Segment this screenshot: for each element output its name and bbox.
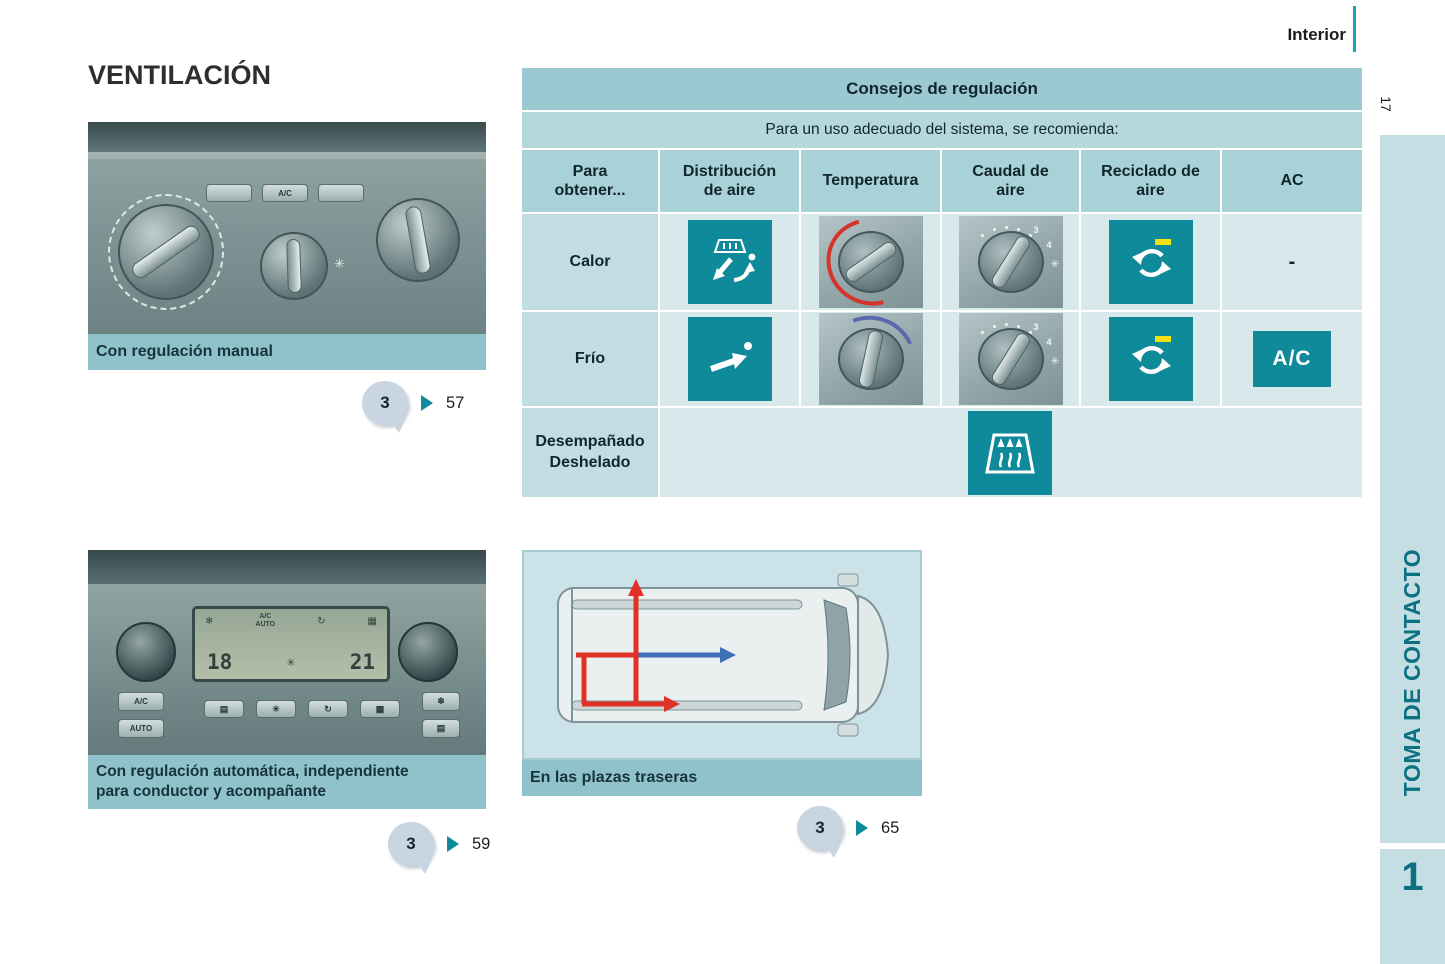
cell-frio-temperatura [801,312,940,406]
ref-page-number: 57 [446,393,465,412]
knob-dashed-ring [108,194,224,310]
right-buttons: ❄ ▤ [422,692,460,738]
front-demist-button: ▤ [204,700,244,718]
ref-page-number: 65 [881,818,900,837]
visibility-button: ▤ [422,719,460,738]
col-header-temperatura: Temperatura [801,150,940,212]
temperature-knob-hot-image [818,216,923,308]
recirc-button [318,184,364,202]
driver-temp-value: 18 [207,650,233,674]
cell-calor-caudal: 3 4 ✳ [942,214,1079,310]
col-header-ac: AC [1222,150,1362,212]
demist-icon: ❄ [205,615,214,627]
regulation-advice-table: Consejos de regulación Para un uso adecu… [522,68,1362,497]
chapter-side-band: TOMA DE CONTACTO 1 [1380,135,1445,964]
fan-speed-knob [260,232,328,300]
temperature-knob-cold-image [818,313,923,405]
page-ref-59: 3 59 [388,822,490,866]
cell-calor-distribucion [660,214,799,310]
fan-icon: ✳ [334,256,345,271]
windscreen-defrost-icon [968,410,1052,495]
cell-frio-distribucion [660,312,799,406]
max-demist-button: ❄ [422,692,460,711]
temperature-knob [376,198,460,282]
fan-knob-image: 3 4 ✳ [958,313,1063,405]
passenger-temp-value: 21 [349,650,375,674]
page-number: 17 [1377,96,1394,112]
page-title: VENTILACIÓN [88,60,272,90]
cell-calor-temperatura [801,214,940,310]
figure-caption: En las plazas traseras [522,760,922,796]
ref-bubble: 3 [388,822,434,866]
rear-demist-button: ▦ [360,700,400,718]
fan-icon: ✳ [1050,355,1060,368]
section-header: Interior [1287,25,1346,44]
passenger-temp-knob [398,622,458,682]
page-ref-65: 3 65 [797,806,899,850]
figure-manual-climate: A/C ✳ Con regulación manual [88,122,486,370]
row-label-frio: Frío [522,312,658,406]
air-distribution-heat-icon [687,220,772,304]
col-header-caudal: Caudal de aire [942,150,1079,212]
air-recirculation-icon [1108,317,1193,401]
table-subtitle: Para un uso adecuado del sistema, se rec… [522,112,1362,148]
col-header-distribucion: Distribución de aire [660,150,799,212]
ac-button: A/C [118,692,164,711]
chapter-number: 1 [1401,855,1424,899]
figure-caption: Con regulación automática, independiente… [88,755,486,810]
driver-temp-knob [116,622,176,682]
figure-caption: Con regulación manual [88,334,486,370]
ref-bubble: 3 [362,381,408,425]
cell-calor-ac: - [1222,214,1362,310]
airflow-icon: ✳ [286,654,296,670]
chapter-separator [1380,843,1445,849]
cell-calor-reciclado [1081,214,1220,310]
air-recirculation-icon [1108,220,1193,304]
ac-on-icon: A/C [1253,331,1331,387]
chapter-title-vertical: TOMA DE CONTACTO [1399,548,1425,797]
ac-button: A/C [262,184,308,202]
air-distribution-cool-icon [687,317,772,401]
figure-rear-airflow: En las plazas traseras [522,550,922,796]
rear-window-icon: ▦ [367,615,377,627]
cell-desempanado-merged [660,408,1362,497]
recirc-icon: ↻ [317,615,326,627]
left-buttons: A/C AUTO [118,692,164,738]
col-header-reciclado: Reciclado de aire [1081,150,1220,212]
play-arrow-icon [856,820,868,836]
play-arrow-icon [421,395,433,411]
rear-demist-button [206,184,252,202]
fan-knob-image: 3 4 ✳ [958,216,1063,308]
table-title: Consejos de regulación [522,68,1362,110]
panel-buttons: A/C [206,184,364,202]
cell-frio-caudal: 3 4 ✳ [942,312,1079,406]
ref-bubble: 3 [797,806,843,850]
row-label-calor: Calor [522,214,658,310]
page-ref-57: 3 57 [362,381,464,425]
fan-icon: ✳ [1050,258,1060,271]
van-top-view [522,550,922,760]
fan-button: ✳ [256,700,296,718]
section-header-bar [1353,6,1356,52]
cell-frio-ac: A/C [1222,312,1362,406]
center-buttons: ▤ ✳ ↻ ▦ [204,700,400,718]
ref-page-number: 59 [472,834,491,853]
col-header-para-obtener: Para obtener... [522,150,658,212]
row-label-desempanado: Desempañado Deshelado [522,408,658,497]
play-arrow-icon [447,836,459,852]
cell-frio-reciclado [1081,312,1220,406]
recirc-button: ↻ [308,700,348,718]
manual-climate-photo: A/C ✳ [88,122,486,334]
distribution-knob [118,204,214,300]
auto-button: AUTO [118,719,164,738]
